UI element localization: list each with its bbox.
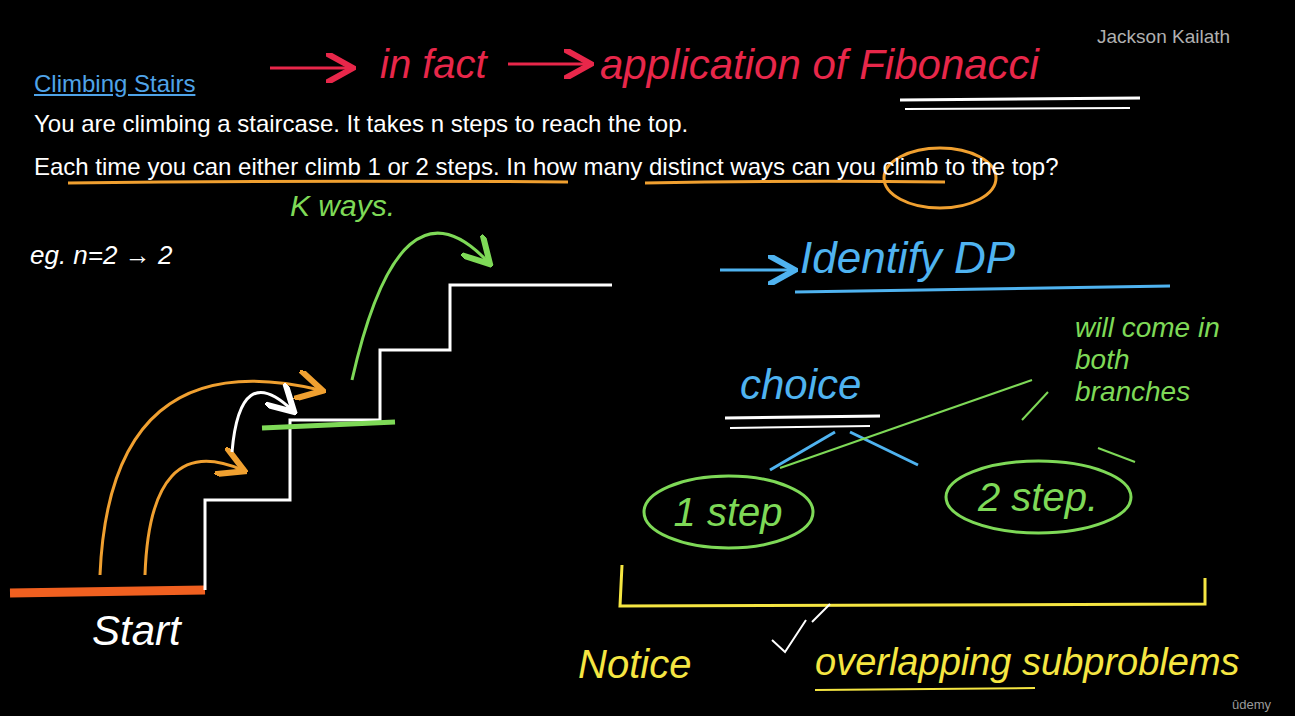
ellipse-shape (946, 461, 1131, 533)
blue-arrow (720, 269, 792, 272)
note: will come in both branches (1075, 312, 1250, 409)
node-text-holder: 1 step (674, 490, 783, 535)
underline (725, 416, 880, 418)
note: application of Fibonacci (600, 40, 1039, 90)
note: overlapping subproblems (815, 640, 1240, 686)
ellipse-shape (644, 476, 813, 548)
ellipse-node: 2 step. (943, 458, 1134, 536)
problem-text: You are climbing a staircase. It takes n… (34, 110, 688, 139)
bracket (620, 565, 1205, 606)
node-label: 1 step (674, 490, 783, 535)
branch-line (850, 432, 918, 465)
underline (900, 98, 1140, 100)
red-arrow (270, 67, 350, 70)
example: eg. n=2 → 2 (30, 240, 172, 271)
jump-arrow (145, 461, 242, 575)
heading-note: Identify DP (800, 232, 1015, 285)
note: Start (92, 606, 181, 656)
ground-line (10, 590, 205, 593)
underline (795, 286, 1170, 292)
heading: Climbing Stairs (34, 70, 195, 99)
check-mark (772, 620, 806, 652)
note: choice (740, 360, 861, 410)
jump-arrow (352, 233, 488, 380)
node-text-holder: 2 step. (978, 475, 1098, 520)
note: Notice (578, 640, 691, 688)
watermark: ûdemy (1232, 697, 1271, 713)
underline (645, 181, 945, 183)
underline (815, 688, 1035, 690)
underline (730, 426, 870, 428)
note: K ways. (290, 188, 395, 224)
ellipse-node: 1 step (641, 473, 816, 551)
underline (68, 181, 568, 183)
jump-arrow (100, 381, 320, 575)
red-arrow (508, 63, 588, 66)
problem-text: Each time you can either climb 1 or 2 st… (34, 150, 1199, 185)
leader-line (1022, 392, 1048, 420)
note: in fact (380, 40, 487, 88)
leader-line (1098, 448, 1135, 462)
underline (905, 108, 1130, 109)
watermark: Jackson Kailath (1097, 26, 1230, 49)
node-label: 2 step. (978, 475, 1098, 520)
staircase (205, 285, 612, 590)
jump-arrow (232, 392, 292, 452)
branch-line (770, 432, 835, 470)
bracket-tick (812, 604, 830, 622)
highlight-step (262, 422, 395, 428)
